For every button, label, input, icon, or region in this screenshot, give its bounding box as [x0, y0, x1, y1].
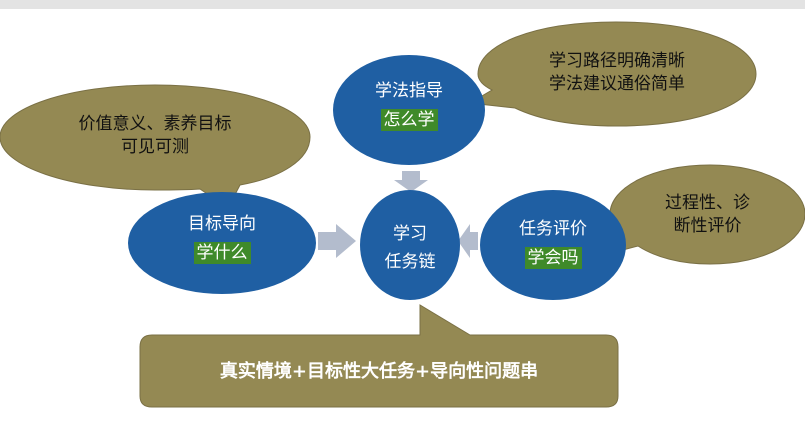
top-bar: [0, 0, 805, 9]
node-highlight: 怎么学: [380, 109, 438, 131]
callout-top-right: 学习路径明确清晰 学法建议通俗简单: [478, 50, 756, 96]
callout-bottom: 真实情境+目标性大任务+导向性问题串: [219, 361, 539, 382]
node-title: 任务链: [384, 252, 436, 272]
callout-text: 价值意义、素养目标: [78, 114, 232, 134]
node-title: 目标导向: [188, 214, 256, 234]
callout-right: 过程性、诊 断性评价: [610, 192, 805, 238]
node-highlight: 学会吗: [524, 247, 582, 269]
node-title: 任务评价: [519, 219, 587, 239]
node-top: 学法指导 怎么学: [333, 80, 485, 132]
callout-text: 断性评价: [673, 216, 742, 236]
arrow-down-icon: [394, 171, 428, 192]
callout-left: 价值意义、素养目标 可见可测: [0, 113, 310, 159]
callout-text: 学法建议通俗简单: [549, 74, 685, 94]
arrow-right-icon: [318, 224, 356, 258]
node-title: 学法指导: [375, 81, 443, 101]
arrow-left-icon: [458, 224, 478, 258]
callout-right-shape: [609, 164, 805, 265]
node-right-shape: [480, 190, 626, 300]
callout-left-shape: [0, 84, 311, 209]
node-center: 学习 任务链: [360, 220, 460, 276]
callout-bottom-shape: [139, 304, 619, 408]
callout-top-right-shape: [468, 21, 757, 127]
node-title: 学习: [393, 224, 427, 244]
node-center-shape: [360, 190, 460, 300]
callout-text: 学习路径明确清晰: [549, 51, 685, 71]
callout-text: 可见可测: [121, 137, 189, 157]
node-left: 目标导向 学什么: [128, 213, 316, 265]
callout-text: 过程性、诊: [665, 193, 750, 213]
node-right: 任务评价 学会吗: [480, 218, 626, 270]
node-highlight: 学什么: [193, 242, 251, 264]
